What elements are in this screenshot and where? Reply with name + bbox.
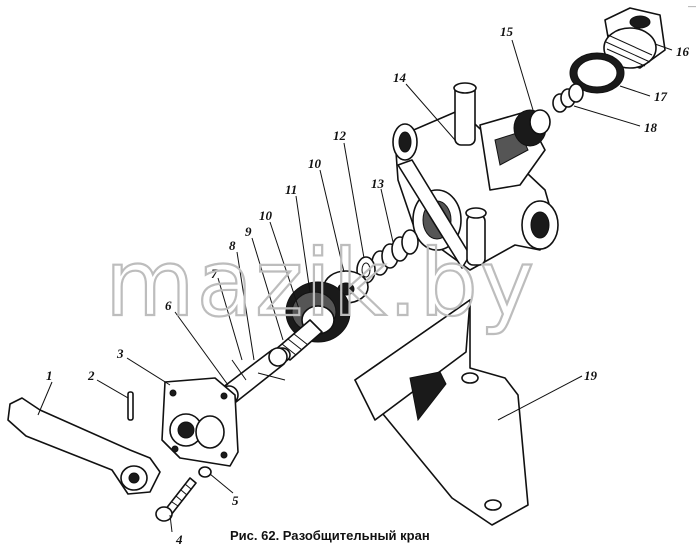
part-number-labels: 1 2 3 4 5 6 7 8 9 10 10 11 12 13 14 15 1… bbox=[46, 24, 690, 547]
label-part-2: 2 bbox=[87, 368, 95, 383]
label-part-15: 15 bbox=[500, 24, 514, 39]
part-3-flange bbox=[161, 377, 239, 467]
label-part-17: 17 bbox=[654, 89, 668, 104]
part-17-gasket bbox=[569, 52, 625, 94]
label-part-4: 4 bbox=[175, 532, 183, 547]
part-18-spring bbox=[552, 83, 584, 113]
part-2-pin bbox=[127, 391, 134, 421]
label-part-11: 11 bbox=[285, 182, 297, 197]
watermark: mazik.by bbox=[105, 230, 536, 337]
part-16-cap-nut bbox=[603, 7, 666, 69]
label-part-3: 3 bbox=[116, 346, 124, 361]
part-14-valve-body bbox=[392, 82, 559, 271]
label-part-6: 6 bbox=[165, 298, 172, 313]
label-part-1: 1 bbox=[46, 368, 53, 383]
label-part-13: 13 bbox=[371, 176, 385, 191]
part-13-spring bbox=[371, 229, 419, 276]
part-15-plug bbox=[513, 109, 551, 147]
label-part-8: 8 bbox=[229, 238, 236, 253]
figure-caption: Рис. 62. Разобщительный кран bbox=[230, 528, 430, 543]
label-part-7: 7 bbox=[211, 266, 218, 281]
label-part-10-upper: 10 bbox=[308, 156, 322, 171]
label-part-9: 9 bbox=[245, 224, 252, 239]
label-part-10-lower: 10 bbox=[259, 208, 273, 223]
part-19-bracket bbox=[354, 299, 529, 526]
corner-mark: — bbox=[688, 2, 696, 11]
part-5-spring-washer bbox=[198, 466, 212, 478]
leader-lines bbox=[37, 39, 673, 533]
label-part-5: 5 bbox=[232, 493, 239, 508]
label-part-19: 19 bbox=[584, 368, 598, 383]
label-part-16: 16 bbox=[676, 44, 690, 59]
label-part-18: 18 bbox=[644, 120, 658, 135]
label-part-14: 14 bbox=[393, 70, 407, 85]
part-1-handle bbox=[7, 397, 161, 495]
label-part-12: 12 bbox=[333, 128, 347, 143]
part-4-bolt bbox=[155, 477, 197, 522]
